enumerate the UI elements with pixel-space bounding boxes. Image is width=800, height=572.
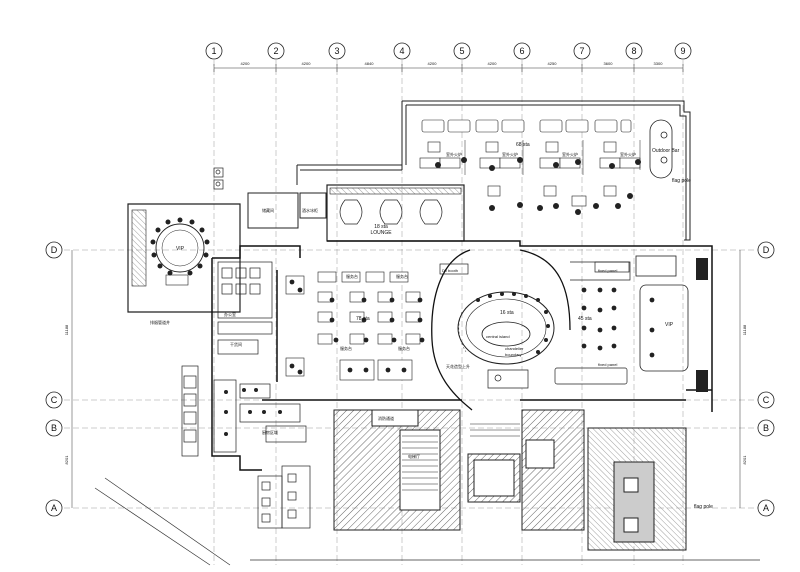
dim-1-2: 4200	[241, 61, 251, 66]
grid-col-1: 1	[211, 46, 216, 56]
grid-row-a-left: A	[51, 503, 57, 513]
kitchen-area	[181, 261, 307, 457]
right-dining-area	[554, 255, 689, 385]
grid-col-2: 2	[273, 46, 278, 56]
label-server-4: 服务台	[398, 345, 410, 351]
central-curved-wall	[431, 249, 571, 411]
grid-col-7: 7	[579, 46, 584, 56]
label-central-island: central island	[486, 334, 510, 339]
outdoor-heater-lines	[464, 140, 641, 175]
label-vip-right: VIP	[665, 322, 674, 328]
label-outdoor-heater-2: 室外火炉	[502, 151, 518, 157]
label-68-sta: 68 sta	[516, 142, 530, 148]
outdoor-bar	[649, 119, 673, 179]
right-dining-chairs	[581, 287, 655, 358]
label-flag-pole-top: flag pole	[672, 178, 691, 184]
grid-col-3: 3	[334, 46, 339, 56]
column-bubbles: 1 2 3 4 5 6 7 8 9	[205, 42, 692, 60]
label-outdoor-heater-1: 室外火炉	[446, 151, 462, 157]
grid-row-c-right: C	[763, 395, 770, 405]
label-fixed-panel-bottom: fixed panel	[598, 362, 617, 367]
dining-tables-middle	[285, 271, 421, 381]
dim-3-4: 4840	[365, 61, 375, 66]
side-dim-right-2: 8201	[742, 455, 747, 465]
label-16-sta: 16 sta	[500, 310, 514, 316]
vip-left-room	[127, 203, 241, 313]
right-wall-blocks	[696, 258, 708, 392]
site-boundary-lines	[94, 477, 760, 566]
reception-counter	[487, 369, 529, 389]
top-dimension-line	[213, 64, 684, 72]
label-45-sta: 45 sta	[578, 316, 592, 322]
building-core	[333, 409, 687, 551]
dining-chairs-middle	[289, 279, 425, 375]
central-oval-chairs	[476, 292, 550, 354]
outdoor-chairs	[435, 157, 641, 215]
label-fixed-panel-top: fixed panel	[598, 268, 617, 273]
label-ceiling-note: 天花造型上升	[446, 363, 470, 369]
outdoor-tables	[419, 119, 641, 207]
grid-row-d-right: D	[763, 245, 770, 255]
kitchen-equipment-dots	[224, 388, 282, 436]
side-dim-left-2: 8201	[64, 455, 69, 465]
grid-row-a-right: A	[763, 503, 769, 513]
side-dim-left-1: 11188	[64, 324, 69, 335]
dj-booth	[439, 263, 469, 275]
label-flag-pole-bottom: flag pole	[694, 504, 713, 510]
row-bubbles: D D C C B B A A	[45, 241, 775, 517]
grid-col-9: 9	[680, 46, 685, 56]
grid-row-d-left: D	[51, 245, 58, 255]
label-dj-booth: DJ booth	[442, 268, 458, 273]
dim-6-7: 4250	[548, 61, 558, 66]
label-vip-left: VIP	[176, 246, 185, 252]
grid-row-b-left: B	[51, 423, 57, 433]
label-outdoor-bar: Outdoor Bar	[652, 148, 680, 154]
grid-row-c-left: C	[51, 395, 58, 405]
grid-col-5: 5	[459, 46, 464, 56]
grid-col-8: 8	[631, 46, 636, 56]
grid-col-4: 4	[399, 46, 404, 56]
label-elevator-hall: 电梯厅	[408, 453, 420, 459]
lounge	[326, 184, 465, 242]
label-server-2: 服务台	[396, 273, 408, 279]
label-fire-exit: 消防通道	[378, 415, 394, 421]
dim-2-3: 4200	[302, 61, 312, 66]
label-dry-store: 干货间	[230, 341, 242, 347]
label-smoke-exhaust: 排烟管道井	[150, 319, 170, 325]
top-dimension-values: 4200 4200 4840 4200 4200 4250 3600 3300	[241, 61, 664, 66]
vip-left-chairs	[150, 217, 210, 276]
label-server-1: 服务台	[346, 273, 358, 279]
label-outdoor-heater-3: 室外火炉	[562, 151, 578, 157]
outdoor-terrace	[296, 100, 691, 241]
side-dim-right-1: 11188	[742, 324, 747, 335]
grid-col-6: 6	[519, 46, 524, 56]
label-78-sta: 78 sta	[356, 316, 370, 322]
storage-room	[247, 192, 327, 229]
dim-4-5: 4200	[428, 61, 438, 66]
toilet-rooms	[257, 465, 311, 529]
dim-5-6: 4200	[488, 61, 498, 66]
label-storage: 储藏间	[262, 207, 274, 213]
side-dimensions	[71, 250, 741, 508]
central-oval-seating	[457, 291, 555, 365]
dim-7-8: 3600	[604, 61, 614, 66]
label-outdoor-heater-4: 室外火炉	[620, 151, 636, 157]
grid-row-b-right: B	[763, 423, 769, 433]
label-kitchen: 厨房区域	[262, 429, 278, 435]
label-server-3: 服务台	[340, 345, 352, 351]
columns-small	[213, 167, 224, 190]
label-office: 办公室	[224, 311, 236, 317]
label-wine-cabinet: 酒水冰柜	[302, 207, 318, 213]
dim-8-9: 3300	[654, 61, 664, 66]
stairs	[402, 423, 520, 491]
